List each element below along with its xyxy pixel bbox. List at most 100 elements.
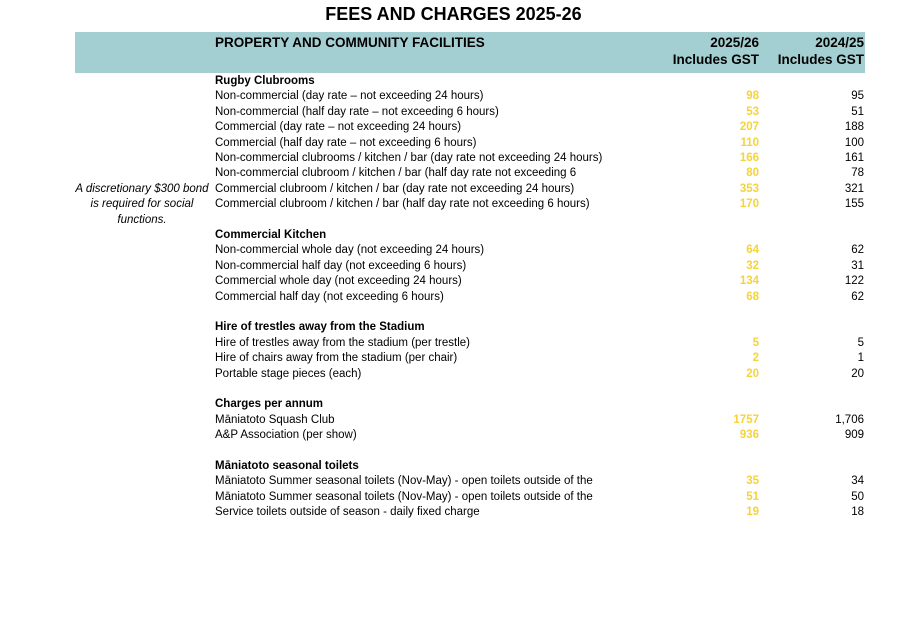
current-year-fee: 170 [739, 198, 759, 211]
table-row: Hire of chairs away from the stadium (pe… [0, 351, 907, 366]
current-year-fee: 134 [739, 275, 759, 288]
table-row: Commercial clubroom / kitchen / bar (day… [0, 182, 907, 197]
previous-year-label: 2024/25 [815, 35, 864, 50]
previous-year-fee: 909 [844, 429, 864, 442]
current-year-sublabel: Includes GST [672, 52, 759, 67]
row-description: Commercial half day (not exceeding 6 hou… [215, 290, 444, 303]
table-row: Non-commercial (day rate – not exceeding… [0, 89, 907, 104]
previous-year-fee: 62 [851, 290, 864, 303]
previous-year-fee: 161 [844, 152, 864, 164]
section-heading-label: Commercial Kitchen [215, 229, 327, 241]
table-row: Commercial (day rate – not exceeding 24 … [0, 120, 907, 135]
table-row: Non-commercial clubrooms / kitchen / bar… [0, 151, 907, 166]
previous-year-fee: 100 [844, 136, 864, 149]
current-year-fee: 20 [746, 367, 759, 380]
table-row: Portable stage pieces (each) 20 20 [0, 367, 907, 382]
previous-year-fee: 1 [857, 352, 864, 365]
current-year-fee: 207 [739, 121, 759, 134]
row-description: Non-commercial whole day (not exceeding … [215, 244, 485, 257]
current-year-label: 2025/26 [710, 35, 759, 50]
table-row: Non-commercial (half day rate – not exce… [0, 105, 907, 120]
table-row: Commercial half day (not exceeding 6 hou… [0, 290, 907, 305]
row-description: Commercial (half day rate – not exceedin… [215, 136, 477, 149]
current-year-fee: 166 [739, 152, 759, 164]
table-row: Commercial whole day (not exceeding 24 h… [0, 274, 907, 289]
current-year-fee: 53 [746, 105, 759, 118]
current-year-fee: 80 [746, 167, 759, 180]
current-year-fee: 19 [746, 506, 759, 519]
current-year-fee: 98 [746, 90, 759, 103]
row-description: Non-commercial half day (not exceeding 6… [215, 259, 467, 272]
current-year-fee: 5 [752, 336, 759, 349]
bond-note: A discretionary $300 bond is required fo… [75, 183, 209, 226]
section-heading-label: Charges per annum [215, 398, 323, 411]
previous-year-fee: 188 [844, 121, 864, 134]
previous-year-fee: 95 [851, 90, 864, 103]
previous-year-fee: 34 [851, 475, 864, 488]
row-description: Non-commercial (half day rate – not exce… [215, 105, 499, 118]
previous-year-fee: 51 [851, 105, 864, 118]
table-row: Māniatoto Summer seasonal toilets (Nov-M… [0, 490, 907, 505]
table-row: Commercial (half day rate – not exceedin… [0, 136, 907, 151]
row-description: A&P Association (per show) [215, 429, 357, 442]
row-description: Non-commercial clubrooms / kitchen / bar… [215, 152, 603, 164]
previous-year-fee: 31 [851, 259, 864, 272]
row-description: Commercial (day rate – not exceeding 24 … [215, 121, 462, 134]
section-heading: Commercial Kitchen [0, 228, 907, 243]
section-heading: Rugby Clubrooms [0, 74, 907, 89]
current-year-fee: 35 [746, 475, 759, 488]
section-heading: Hire of trestles away from the Stadium [0, 320, 907, 335]
page-title: FEES AND CHARGES 2025-26 [325, 4, 582, 24]
previous-year-fee: 50 [851, 490, 864, 503]
previous-year-sublabel: Includes GST [777, 52, 864, 67]
table-row: Hire of trestles away from the stadium (… [0, 336, 907, 351]
section-heading: Māniatoto seasonal toilets [0, 459, 907, 474]
table-row: Māniatoto Summer seasonal toilets (Nov-M… [0, 474, 907, 489]
table-row: Non-commercial half day (not exceeding 6… [0, 259, 907, 274]
previous-year-fee: 321 [844, 182, 864, 195]
previous-year-fee: 20 [851, 367, 864, 380]
section-heading-label: Hire of trestles away from the Stadium [215, 321, 425, 334]
row-description: Service toilets outside of season - dail… [215, 506, 480, 519]
row-description: Commercial clubroom / kitchen / bar (hal… [215, 198, 590, 211]
previous-year-fee: 78 [851, 167, 864, 180]
row-description: Portable stage pieces (each) [215, 367, 362, 380]
table-row: Non-commercial clubroom / kitchen / bar … [0, 166, 907, 181]
row-description: Hire of chairs away from the stadium (pe… [215, 352, 458, 365]
table-header-band [75, 32, 865, 73]
previous-year-fee: 122 [844, 275, 864, 288]
previous-year-fee: 1,706 [835, 413, 864, 426]
row-description: Māniatoto Squash Club [215, 413, 335, 426]
section-heading: Charges per annum [0, 397, 907, 412]
table-row: Commercial clubroom / kitchen / bar (hal… [0, 197, 907, 212]
row-description: Hire of trestles away from the stadium (… [215, 336, 470, 349]
row-description: Māniatoto Summer seasonal toilets (Nov-M… [215, 475, 593, 488]
section-heading-label: Rugby Clubrooms [215, 75, 315, 87]
current-year-fee: 353 [739, 182, 759, 195]
table-row: Māniatoto Squash Club 1757 1,706 [0, 413, 907, 428]
current-year-fee: 51 [746, 490, 759, 503]
row-description: Non-commercial (day rate – not exceeding… [215, 90, 484, 103]
current-year-fee: 936 [739, 429, 759, 442]
previous-year-fee: 155 [844, 198, 864, 211]
row-description: Māniatoto Summer seasonal toilets (Nov-M… [215, 490, 593, 503]
previous-year-fee: 18 [851, 506, 864, 519]
table-row: A&P Association (per show) 936 909 [0, 428, 907, 443]
section-heading-label: Māniatoto seasonal toilets [215, 460, 359, 472]
current-year-fee: 68 [746, 290, 759, 303]
current-year-header: 2025/26 Includes GST [673, 34, 759, 68]
current-year-fee: 1757 [733, 413, 759, 426]
section-header: PROPERTY AND COMMUNITY FACILITIES [215, 35, 485, 50]
previous-year-fee: 62 [851, 244, 864, 257]
current-year-fee: 32 [746, 259, 759, 272]
row-description: Commercial whole day (not exceeding 24 h… [215, 275, 462, 288]
previous-year-header: 2024/25 Includes GST [778, 34, 864, 68]
table-row: Non-commercial whole day (not exceeding … [0, 243, 907, 258]
current-year-fee: 64 [746, 244, 759, 257]
current-year-fee: 2 [752, 352, 759, 365]
row-description: Non-commercial clubroom / kitchen / bar … [215, 167, 577, 180]
current-year-fee: 110 [740, 136, 759, 149]
previous-year-fee: 5 [857, 336, 864, 349]
row-description: Commercial clubroom / kitchen / bar (day… [215, 182, 575, 195]
table-row: Service toilets outside of season - dail… [0, 505, 907, 520]
